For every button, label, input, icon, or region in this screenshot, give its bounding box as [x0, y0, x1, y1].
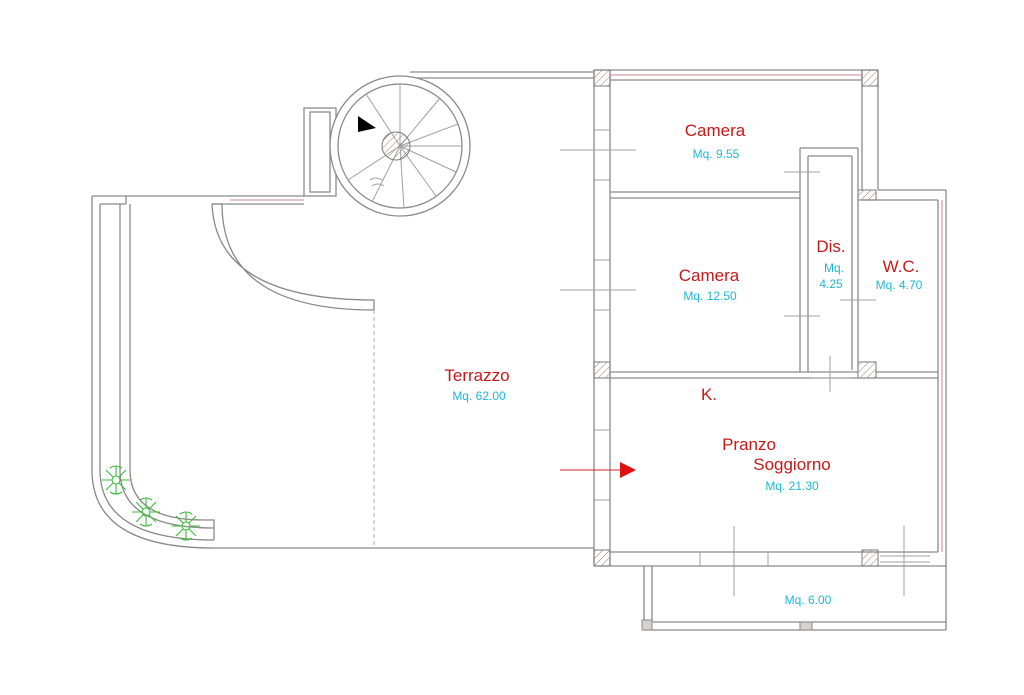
planter-plants	[102, 465, 200, 541]
pranzo-name: Pranzo	[722, 435, 776, 454]
terrazzo-name: Terrazzo	[444, 366, 509, 385]
camera-mid-name: Camera	[679, 266, 740, 285]
pranzo-area: Mq. 21.30	[765, 479, 819, 493]
balcony-area: Mq. 6.00	[785, 593, 832, 607]
dis-name: Dis.	[816, 237, 845, 256]
building-walls	[593, 69, 947, 567]
room-labels: Camera Mq. 9.55 Camera Mq. 12.50 Dis. Mq…	[444, 121, 922, 607]
camera-top-name: Camera	[685, 121, 746, 140]
entrance-arrow	[620, 462, 636, 478]
plant-icon	[172, 511, 200, 541]
dis-area-value: 4.25	[819, 277, 843, 291]
plant-icon	[102, 465, 130, 495]
dis-area-label: Mq.	[824, 261, 844, 275]
kitchen-name: K.	[701, 385, 717, 404]
wc-area: Mq. 4.70	[876, 278, 923, 292]
camera-top-area: Mq. 9.55	[693, 147, 740, 161]
camera-mid-area: Mq. 12.50	[683, 289, 737, 303]
balcony	[641, 566, 947, 631]
stair-direction-arrow	[358, 116, 376, 132]
terrazzo-area: Mq. 62.00	[452, 389, 506, 403]
wc-name: W.C.	[883, 257, 920, 276]
terrace-walls	[91, 71, 594, 549]
spiral-staircase	[303, 75, 471, 217]
plant-icon	[132, 497, 160, 527]
interior-walls	[560, 147, 938, 596]
soggiorno-name: Soggiorno	[753, 455, 831, 474]
